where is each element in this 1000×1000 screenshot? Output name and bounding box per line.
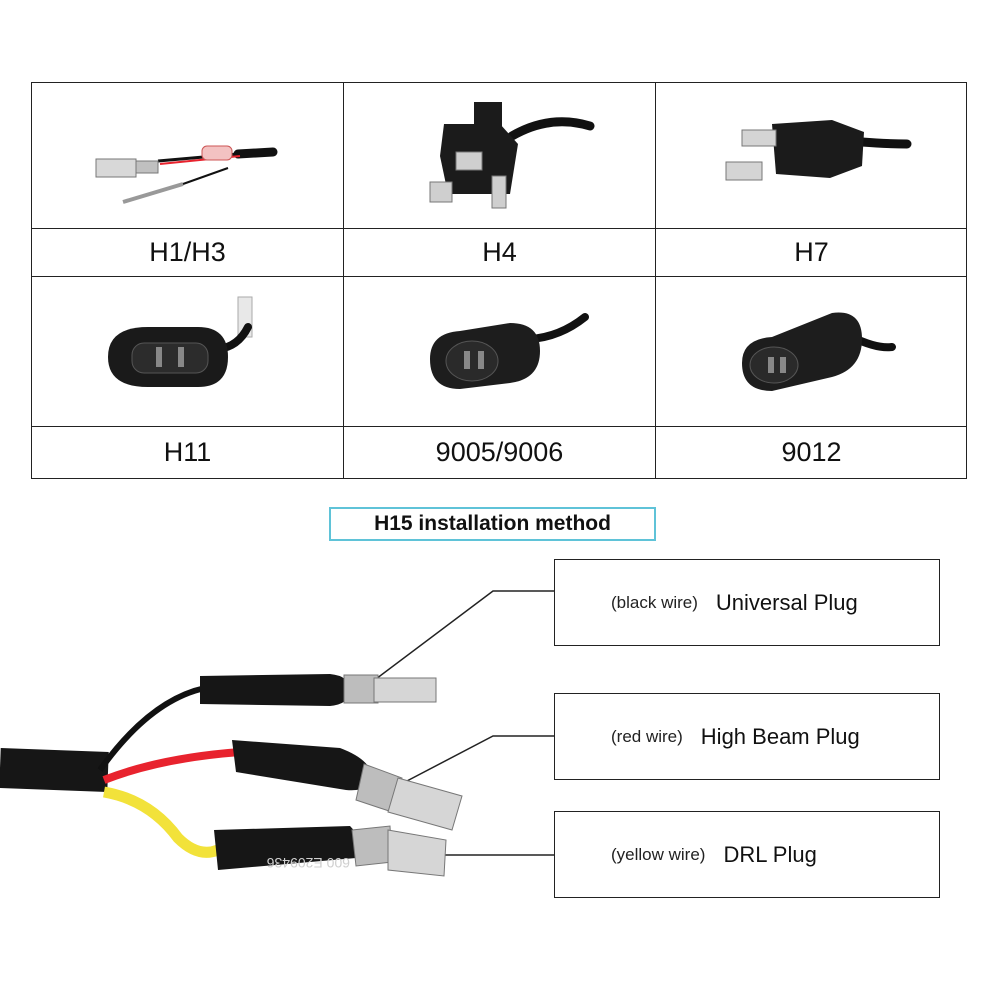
plug-name: DRL Plug — [723, 841, 817, 867]
yellow-wire — [102, 786, 221, 858]
connector-grid: H1/H3 H4 H7 H11 9005/900 — [31, 82, 967, 479]
connector-label: 9005/9006 — [435, 437, 564, 467]
universal-plug-blade — [373, 677, 437, 703]
main-cable — [0, 748, 109, 792]
grid-divider — [343, 83, 344, 478]
h4-connector-icon — [344, 83, 655, 228]
red-wire — [102, 748, 241, 784]
grid-divider — [32, 426, 966, 427]
connector-label: H4 — [482, 237, 517, 267]
high-beam-plug-label-box: (red wire) High Beam Plug — [554, 693, 940, 780]
grid-divider — [32, 228, 966, 229]
9012-connector-icon — [656, 277, 967, 426]
universal-plug-label-box: (black wire) Universal Plug — [554, 559, 940, 646]
installation-method-title: H15 installation method — [329, 507, 656, 541]
black-wire-sleeve — [200, 674, 350, 706]
sleeve-print: 600 E209436 — [266, 855, 350, 871]
yellow-wire-sleeve — [214, 826, 359, 870]
drl-plug-label-box: (yellow wire) DRL Plug — [554, 811, 940, 898]
h11-connector-icon — [32, 277, 343, 426]
h1-h3-pin-connector-icon — [32, 83, 343, 228]
red-wire-sleeve — [232, 740, 372, 791]
wire-color-label: (yellow wire) — [611, 844, 706, 864]
black-wire — [97, 685, 206, 772]
leader-line — [367, 590, 554, 686]
connector-label: H1/H3 — [149, 237, 226, 267]
universal-plug-terminal — [343, 674, 379, 704]
drl-plug-terminal — [351, 825, 393, 867]
wire-color-label: (red wire) — [611, 726, 683, 746]
wire-color-label: (black wire) — [611, 592, 698, 612]
drl-plug-blade — [387, 829, 447, 877]
plug-name: High Beam Plug — [700, 723, 860, 749]
9005-9006-connector-icon — [344, 277, 655, 426]
wiring-harness-illustration: 600 E209436 — [0, 590, 554, 877]
plug-name: Universal Plug — [715, 589, 858, 615]
high-beam-plug-blade — [387, 777, 463, 831]
connector-label: 9012 — [781, 437, 842, 467]
connector-label: H11 — [163, 437, 212, 467]
connector-label: H7 — [794, 237, 829, 267]
h7-connector-icon — [656, 83, 967, 228]
grid-divider — [655, 83, 656, 478]
grid-divider — [32, 276, 966, 277]
leader-line — [404, 735, 554, 783]
